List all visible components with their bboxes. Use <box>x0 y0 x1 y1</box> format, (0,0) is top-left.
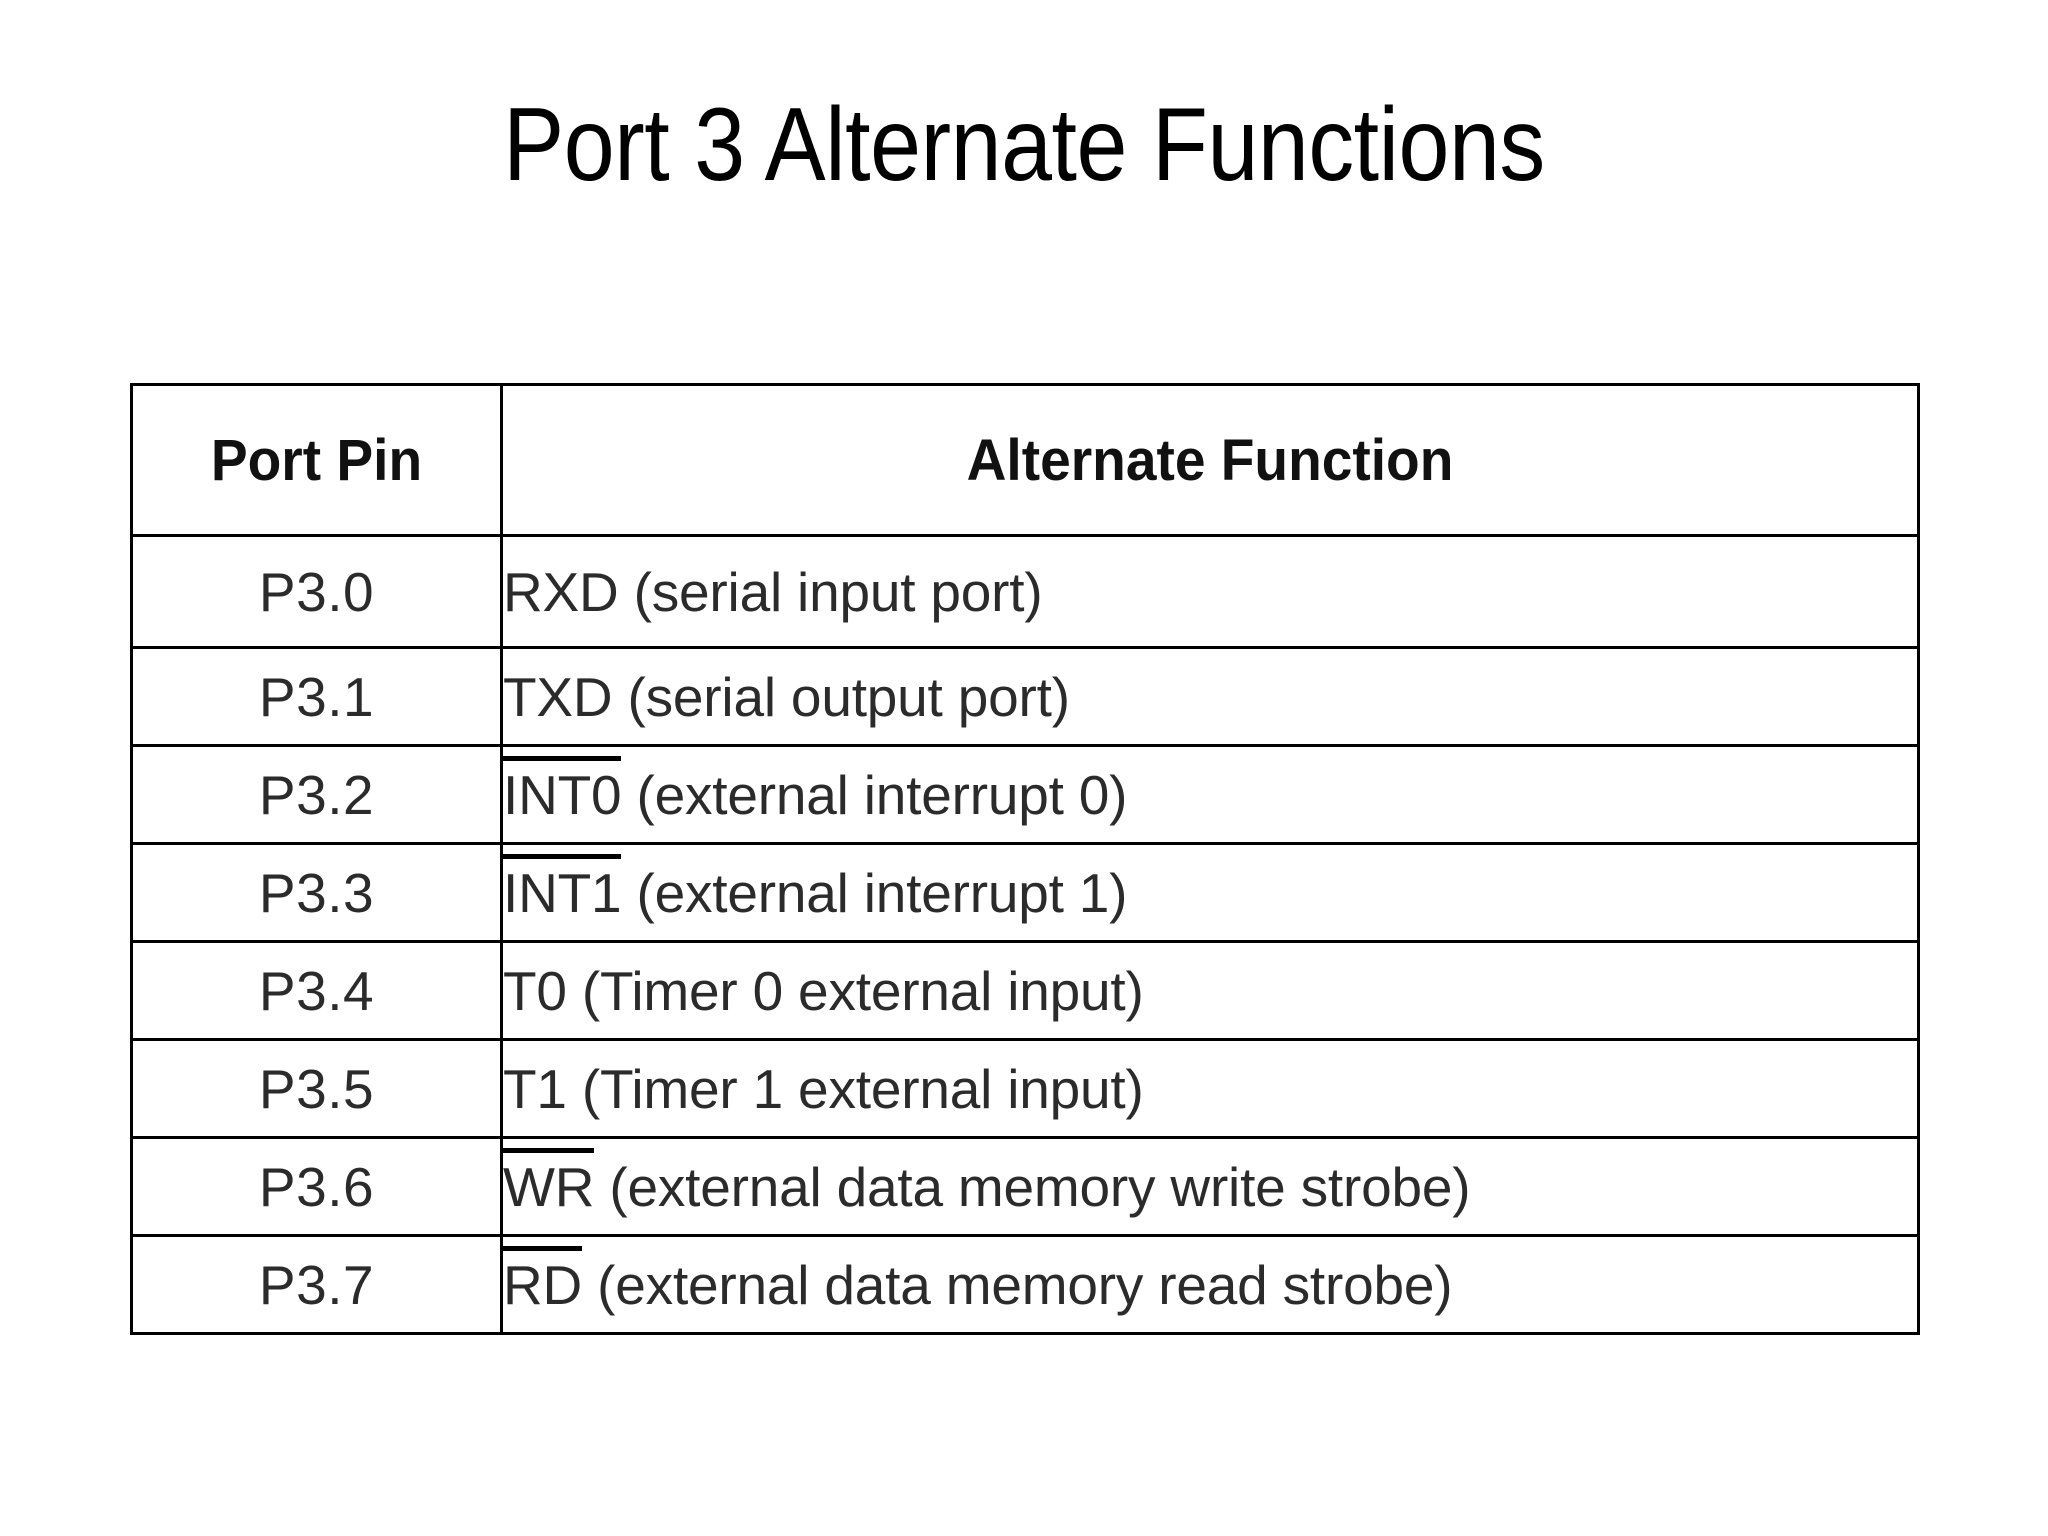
page-title: Port 3 Alternate Functions <box>503 87 1545 203</box>
function-description: (external interrupt 0) <box>636 763 1128 826</box>
cell-alternate-function: TXD (serial output port) <box>500 646 1920 747</box>
mnemonic: TXD <box>503 665 613 728</box>
cell-port-pin: P3.5 <box>130 1038 503 1139</box>
mnemonic: T0 <box>503 959 567 1022</box>
cell-port-pin: P3.2 <box>130 744 503 845</box>
cell-alternate-function: RD (external data memory read strobe) <box>500 1234 1920 1335</box>
mnemonic: T1 <box>503 1057 567 1120</box>
cell-alternate-function: INT0 (external interrupt 0) <box>500 744 1920 845</box>
mnemonic-overlined: RD <box>503 1245 583 1316</box>
cell-port-pin: P3.3 <box>130 842 503 943</box>
column-header-alternate-function-label: Alternate Function <box>966 427 1454 493</box>
column-header-port-pin-label: Port Pin <box>210 427 423 493</box>
cell-port-pin: P3.7 <box>130 1234 503 1335</box>
cell-alternate-function: INT1 (external interrupt 1) <box>500 842 1920 943</box>
mnemonic-overlined: INT0 <box>503 755 622 826</box>
cell-alternate-function: T1 (Timer 1 external input) <box>500 1038 1920 1139</box>
cell-port-pin: P3.1 <box>130 646 503 747</box>
cell-alternate-function: RXD (serial input port) <box>500 534 1920 649</box>
mnemonic: RXD <box>503 560 619 623</box>
function-description: (Timer 1 external input) <box>581 1057 1144 1120</box>
column-header-alternate-function: Alternate Function <box>500 383 1920 537</box>
function-description: (serial input port) <box>633 560 1043 623</box>
function-description: (external data memory read strobe) <box>597 1253 1453 1316</box>
table-header: Port Pin Alternate Function <box>130 383 1920 537</box>
function-description: (external data memory write strobe) <box>609 1155 1471 1218</box>
function-description: (Timer 0 external input) <box>581 959 1144 1022</box>
mnemonic-overlined: INT1 <box>503 853 622 924</box>
function-description: (serial output port) <box>627 665 1071 728</box>
mnemonic-overlined: WR <box>503 1147 595 1218</box>
cell-alternate-function: WR (external data memory write strobe) <box>500 1136 1920 1237</box>
cell-alternate-function: T0 (Timer 0 external input) <box>500 940 1920 1041</box>
column-header-port-pin: Port Pin <box>130 383 503 537</box>
cell-port-pin: P3.0 <box>130 534 503 649</box>
function-description: (external interrupt 1) <box>636 861 1128 924</box>
table-header-row: Port Pin Alternate Function <box>130 383 1920 537</box>
cell-port-pin: P3.6 <box>130 1136 503 1237</box>
cell-port-pin: P3.4 <box>130 940 503 1041</box>
